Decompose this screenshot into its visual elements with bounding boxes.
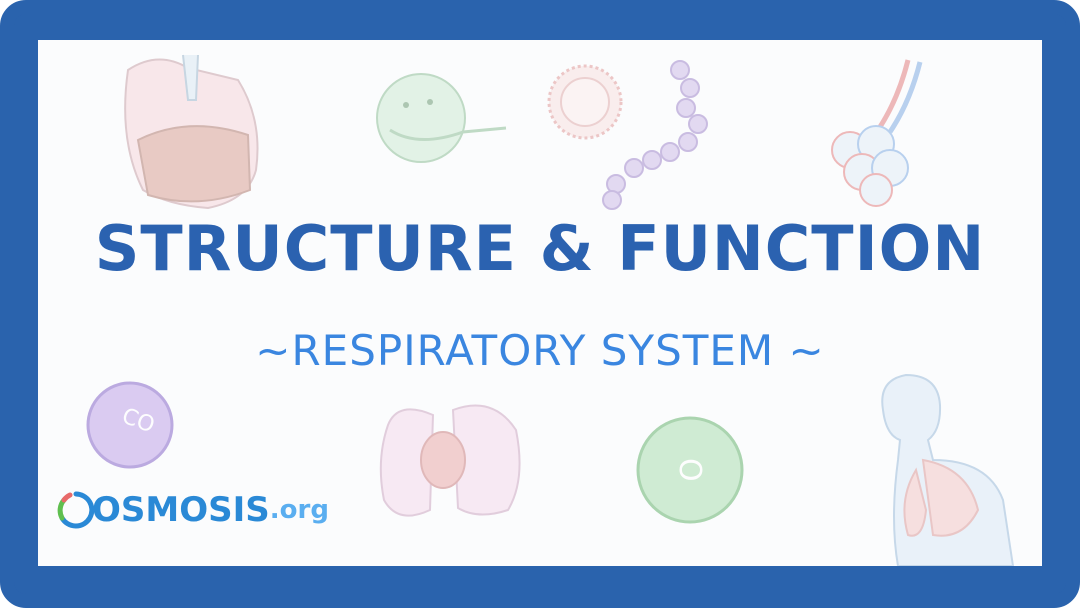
illustrations-layer: CO O bbox=[86, 54, 1015, 566]
bacteria-chain-illustration bbox=[602, 60, 708, 210]
lungs-diaphragm-illustration bbox=[124, 54, 259, 210]
osmosis-logo-suffix: .org bbox=[269, 495, 329, 525]
osmosis-logo-name: OSMOSIS bbox=[92, 490, 270, 530]
video-subtitle: ~RESPIRATORY SYSTEM ~ bbox=[255, 326, 825, 375]
pollen-illustration bbox=[547, 64, 623, 140]
osmosis-logo[interactable]: OSMOSIS .org bbox=[54, 480, 329, 540]
thumbnail-canvas: CO O STRUCTURE & FUNCTION ~RESPIRATORY S… bbox=[38, 40, 1042, 566]
svg-text:O: O bbox=[672, 458, 707, 482]
alveoli-illustration bbox=[831, 59, 923, 207]
lungs-heart-illustration bbox=[379, 404, 521, 517]
co2-bubble-illustration: CO bbox=[86, 381, 174, 469]
cell-illustration bbox=[376, 73, 507, 163]
osmosis-logo-icon bbox=[57, 491, 95, 529]
o2-bubble-illustration: O bbox=[636, 416, 744, 524]
video-title: STRUCTURE & FUNCTION bbox=[94, 212, 986, 285]
respiratory-anatomy-illustration bbox=[881, 373, 1015, 566]
